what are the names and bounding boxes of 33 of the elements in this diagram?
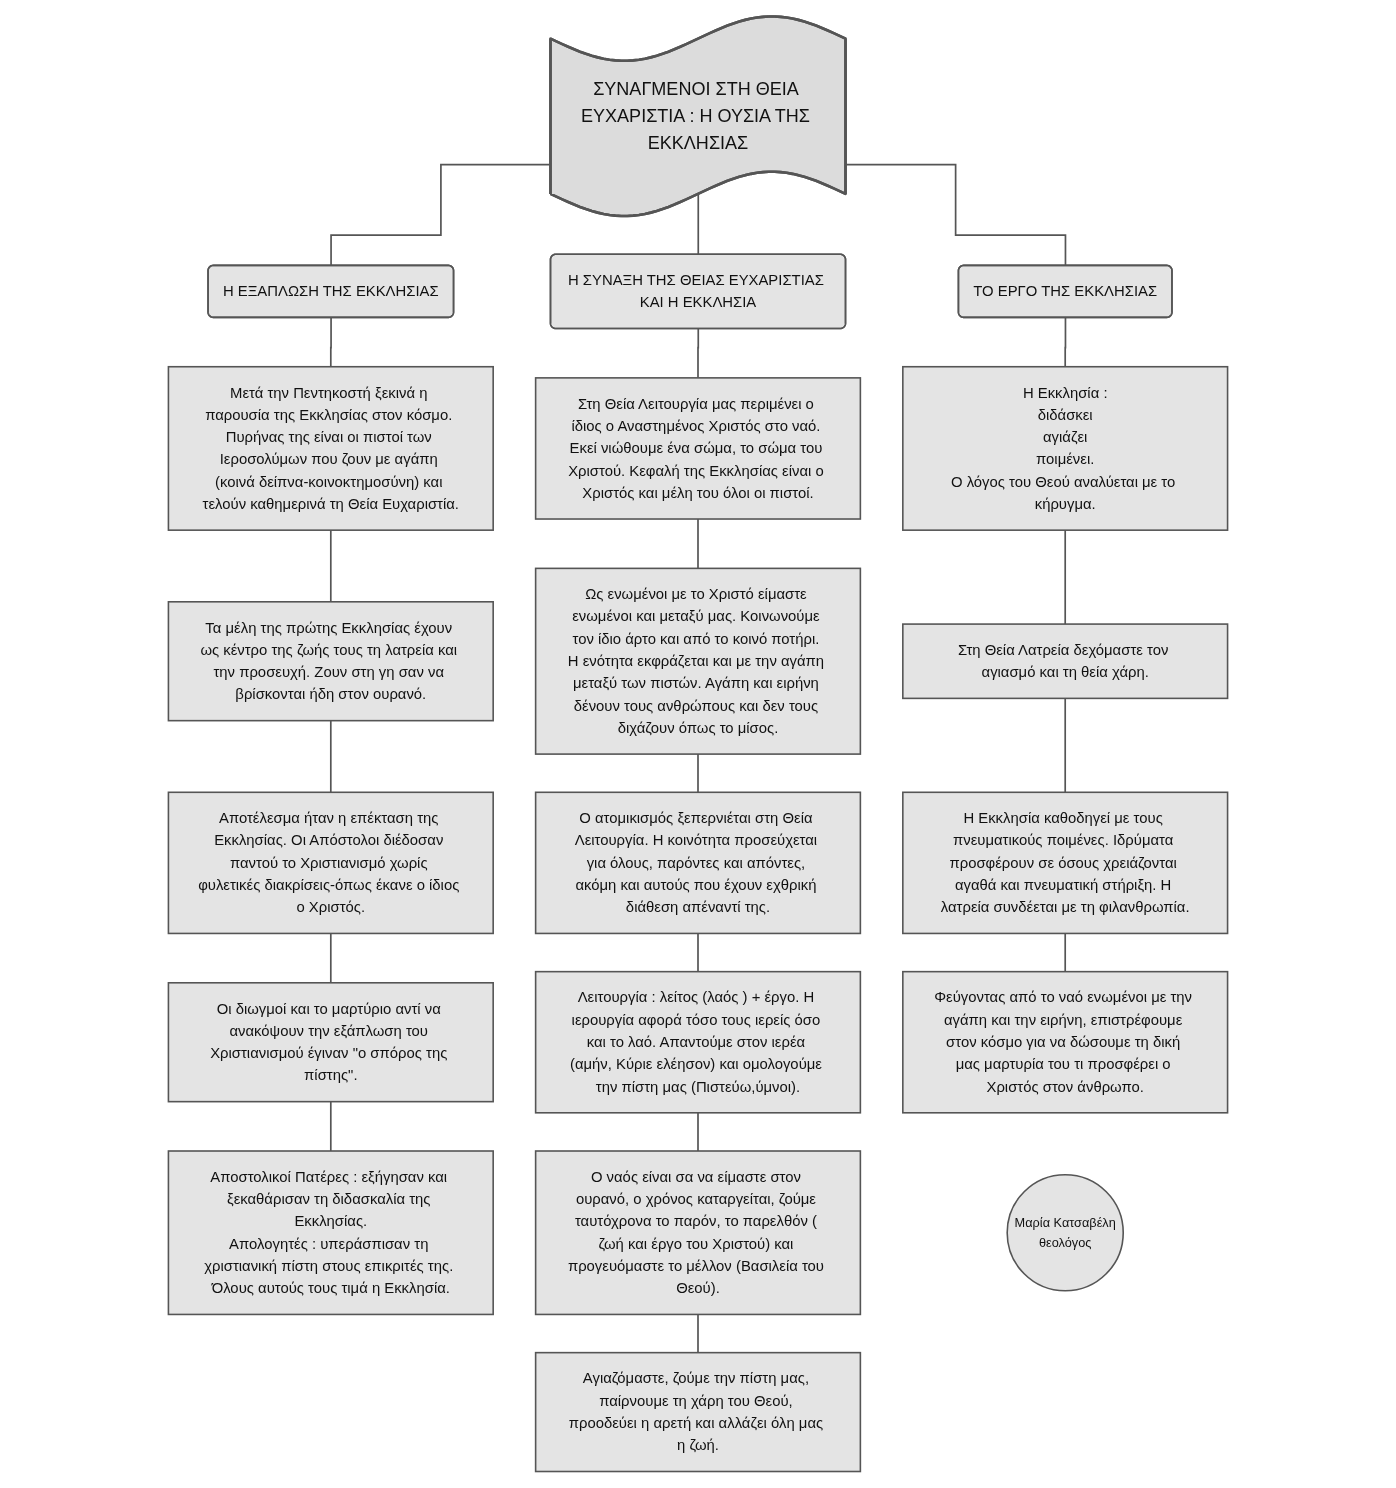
node-box: Η Εκκλησία καθοδηγεί με τους πνευματικούς ποιμένες. Ιδρύματα προσφέρουν σε όσους χρειάζονται αγαθά και πνευματική στήριξη. Η λατρεία συνδέεται με τη φιλανθρωπία.: [902, 791, 1229, 935]
connector: [329, 719, 332, 794]
connector: [329, 317, 333, 368]
connector: [1064, 697, 1067, 794]
node-box: Ο ναός είναι σα να είμαστε στον ουρανό, ο χρόνος καταργείται, ζούμε ταυτόχρονα το παρόν, το παρελθόν ( ζωή και έργο του Χριστού) και προγευόμαστε το μέλλον (Βασιλεία του Θεού).: [534, 1150, 862, 1316]
node-box: Μετά την Πεντηκοστή ξεκινά η παρουσία της Εκκλησίας στον κόσμο. Πυρήνας της είναι οι πιστοί των Ιεροσολύμων που ζουν με αγάπη (κοινά δείπνα-κοινοκτημοσύνη) και τελούν καθημερινά τη Θεία Ευχαριστία.: [167, 365, 494, 531]
connector: [697, 1111, 699, 1152]
node-box: Φεύγοντας από το ναό ενωμένοι με την αγάπη και την ειρήνη, επιστρέφουμε στον κόσμο για να δώσουμε τη δική μας μαρτυρία του τι προσφέρει ο Χριστός στον άνθρωπο.: [902, 970, 1229, 1114]
connector: [697, 518, 699, 570]
connector: [1064, 317, 1067, 368]
connector: [697, 1313, 699, 1354]
node-box: Τα μέλη της πρώτης Εκκλησίας έχουν ως κέντρο της ζωής τους τη λατρεία και την προσευχή. Ζουν στη γη σαν να βρίσκονται ήδη στον ουρανό.: [167, 601, 494, 722]
connector: [697, 328, 700, 379]
connector: [1064, 932, 1067, 973]
node-box: Η Εκκλησία : διδάσκει αγιάζει ποιμένει. Ο λόγος του Θεού αναλύεται με το κήρυγμα.: [902, 365, 1229, 531]
connector: [697, 932, 699, 973]
node-circle: Μαρία Κατσαβέλη θεολόγος: [1006, 1173, 1124, 1292]
connector: [329, 529, 332, 603]
connector: [329, 1100, 332, 1152]
node-box: Αγιαζόμαστε, ζούμε την πίστη μας, παίρνουμε τη χάρη του Θεού, προοδεύει η αρετή και αλλάζει όλη μας η ζωή.: [534, 1351, 862, 1473]
node-box: Ως ενωμένοι με το Χριστό είμαστε ενωμένοι και μεταξύ μας. Κοινωνούμε τον ίδιο άρτο και από το κοινό ποτήρι. Η ενότητα εκφράζεται και με την αγάπη μεταξύ των πιστών. Αγάπη και ειρήνη δένουν τους ανθρώπους και δεν τους διχάζουν όπως το μίσος.: [534, 567, 862, 755]
node-box: Στη Θεία Λατρεία δεχόμαστε τον αγιασμό και τη θεία χάρη.: [902, 623, 1229, 700]
node-box: Ο ατομικισμός ξεπερνιέται στη Θεία Λειτουργία. Η κοινότητα προσεύχεται για όλους, παρόντες και απόντες, ακόμη και αυτούς που έχουν εχθρική διάθεση απέναντί της.: [534, 791, 862, 935]
connector: [697, 753, 699, 794]
connector: [697, 193, 700, 256]
node-box: Αποτέλεσμα ήταν η επέκταση της Εκκλησίας. Οι Απόστολοι διέδοσαν παντού το Χριστιανισμό χωρίς φυλετικές διακρίσεις-όπως έκανε ο ίδιος ο Χριστός.: [167, 791, 494, 935]
connector: [845, 163, 1067, 267]
connector: [1064, 529, 1067, 625]
connector: [329, 932, 332, 984]
node-box: Αποστολικοί Πατέρες : εξήγησαν και ξεκαθάρισαν τη διδασκαλία της Εκκλησίας. Απολογητές : υπεράσπισαν τη χριστιανική πίστη στους επικριτές της. Όλους αυτούς τους τιμά η Εκκλησία.: [167, 1150, 494, 1316]
node-box: Στη Θεία Λειτουργία μας περιμένει ο ίδιος ο Αναστημένος Χριστός στο ναό. Εκεί νιώθουμε ένα σώμα, το σώμα του Χριστού. Κεφαλή της Εκκλησίας είναι ο Χριστός και μέλη του όλοι οι πιστοί.: [534, 377, 862, 520]
node-box: Λειτουργία : λείτος (λαός ) + έργο. Η ιερουργία αφορά τόσο τους ιερείς όσο και το λαό. Απαντούμε στον ιερέα (αμήν, Κύριε ελέησον) και ομολογούμε την πίστη μας (Πιστεύω,ύμνοι).: [534, 970, 862, 1114]
node-box: Οι διωγμοί και το μαρτύριο αντί να ανακόψουν την εξάπλωση του Χριστιανισμού έγιναν "ο σπόρος της πίστης".: [167, 982, 494, 1103]
